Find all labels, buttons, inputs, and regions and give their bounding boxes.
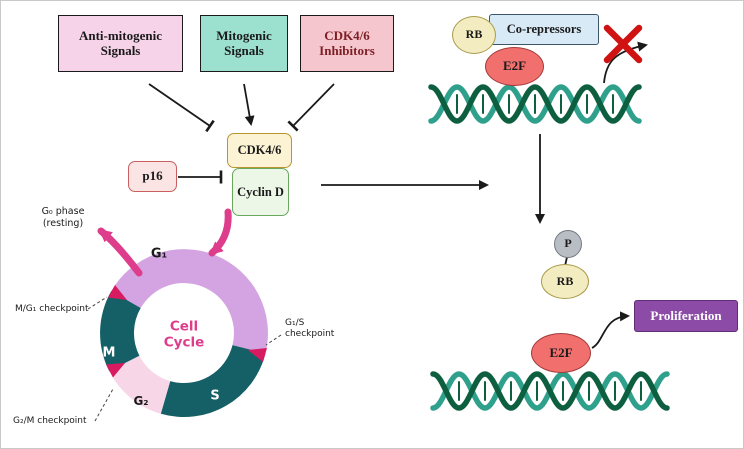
dna-rungs bbox=[458, 381, 642, 401]
proliferation-box: Proliferation bbox=[634, 300, 738, 332]
checkpoint-notch-g1-s bbox=[248, 348, 267, 362]
phase-label-s: S bbox=[210, 388, 220, 404]
phosphate-circle: P bbox=[554, 230, 582, 258]
checkpoint-g1-s-line2: checkpoint bbox=[285, 329, 335, 340]
cycle-segment-m bbox=[100, 291, 141, 372]
proliferation-label: Proliferation bbox=[650, 307, 722, 323]
cdk46-label: CDK4/6 bbox=[237, 143, 282, 158]
cycle-entry-arrow bbox=[208, 208, 232, 257]
e2f-bottom-label: E2F bbox=[549, 344, 573, 360]
cyclin-d-label: Cyclin D bbox=[237, 184, 284, 199]
e2f-top-oval: E2F bbox=[485, 47, 544, 86]
g0-phase-line1: G₀ phase bbox=[41, 206, 85, 218]
mitogenic-signals-box: Mitogenic Signals bbox=[200, 15, 288, 72]
checkpoint-label-m-g1: M/G₁ checkpoint bbox=[15, 304, 89, 314]
rb-bottom-oval: RB bbox=[541, 264, 589, 299]
e2f-top-label: E2F bbox=[502, 58, 527, 74]
corepressors-label: Co-repressors bbox=[506, 22, 582, 37]
cell-cycle-title-line2: Cycle bbox=[163, 334, 205, 350]
g2-m-pointer-line bbox=[94, 388, 114, 422]
dna-helix-top bbox=[428, 84, 642, 124]
rb-top-label: RB bbox=[465, 27, 483, 42]
g0-phase-label: G₀ phase (resting) bbox=[42, 206, 85, 230]
e2f-bottom-oval: E2F bbox=[531, 333, 591, 373]
inhibitors-inhibition-arrow bbox=[287, 83, 335, 132]
dna-rungs bbox=[456, 94, 614, 114]
cyclin-d-box: Cyclin D bbox=[232, 168, 289, 216]
cycle-segment-g1 bbox=[111, 249, 268, 354]
cdk46-inhibitors-label: CDK4/6 Inhibitors bbox=[319, 27, 375, 58]
checkpoint-label-g1-s: G₁/S checkpoint bbox=[285, 318, 334, 341]
cycle-segment-s bbox=[160, 345, 266, 418]
p16-box: p16 bbox=[128, 161, 177, 192]
dna-strand-front bbox=[428, 84, 642, 124]
checkpoint-pointer-lines bbox=[87, 296, 282, 422]
p16-label: p16 bbox=[142, 168, 163, 184]
g1-s-pointer-line bbox=[265, 334, 282, 346]
rb-bottom-label: RB bbox=[556, 273, 574, 288]
dna-helix-bottom bbox=[430, 371, 670, 411]
g0-exit-arrow bbox=[97, 227, 143, 277]
dna-strand-back bbox=[428, 84, 642, 124]
cell-cycle-title: Cell Cycle bbox=[164, 319, 205, 350]
phosphate-label: P bbox=[564, 236, 572, 251]
m-g1-pointer-line bbox=[87, 296, 108, 310]
e2f-to-proliferation-arrow bbox=[591, 311, 630, 349]
g0-phase-line2: (resting) bbox=[42, 218, 84, 229]
checkpoint-g1-s-line1: G₁/S bbox=[285, 318, 305, 328]
cell-cycle-ring bbox=[100, 249, 268, 418]
checkpoint-label-g2-m: G₂/M checkpoint bbox=[13, 416, 87, 426]
connector-arrows bbox=[148, 41, 648, 349]
blocked-x-icon bbox=[603, 24, 643, 64]
cdk46-box: CDK4/6 bbox=[227, 133, 292, 168]
cycle-segment-g2 bbox=[109, 355, 171, 414]
anti-mitogenic-inhibition-arrow bbox=[148, 83, 215, 133]
checkpoint-notch-m-g1 bbox=[108, 285, 127, 300]
rb-top-oval: RB bbox=[452, 16, 496, 54]
phase-label-g2: G₂ bbox=[133, 394, 149, 408]
dna-strand-front bbox=[430, 371, 670, 411]
corepressors-box: Co-repressors bbox=[489, 14, 599, 45]
anti-mitogenic-signals-label: Anti-mitogenic Signals bbox=[78, 27, 163, 58]
phase-label-g1: G₁ bbox=[150, 246, 168, 262]
anti-mitogenic-signals-box: Anti-mitogenic Signals bbox=[58, 15, 183, 72]
blocked-transcription-arrow bbox=[603, 41, 648, 84]
cell-cycle-title-line1: Cell bbox=[169, 318, 199, 335]
mitogenic-activation-arrow bbox=[243, 83, 255, 126]
mitogenic-signals-label: Mitogenic Signals bbox=[216, 27, 272, 58]
checkpoint-notch-g2-m bbox=[106, 363, 125, 378]
phase-label-m: M bbox=[102, 345, 116, 361]
cdk46-inhibitors-box: CDK4/6 Inhibitors bbox=[300, 15, 394, 72]
